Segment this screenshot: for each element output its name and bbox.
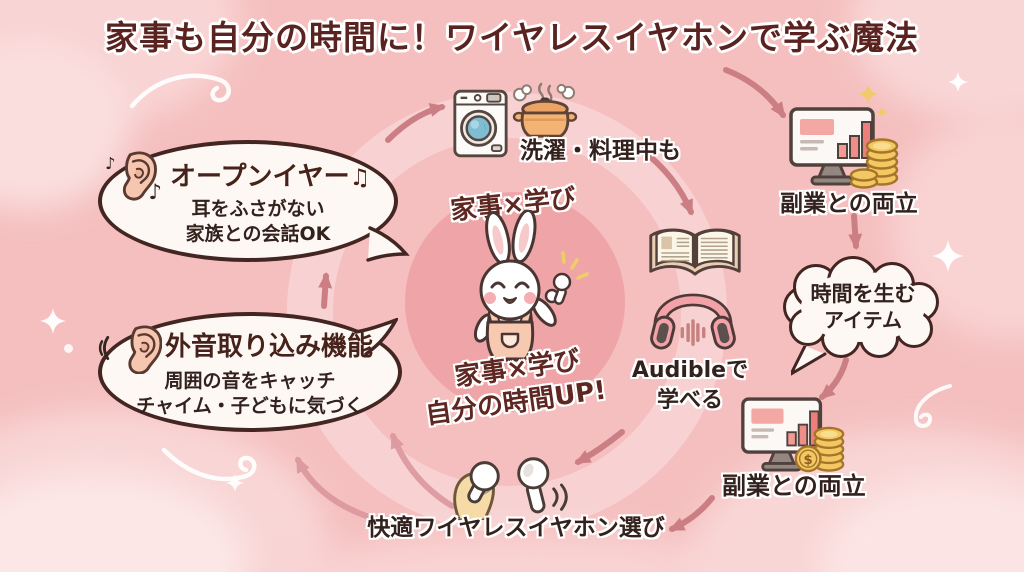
arrow-to-washing bbox=[385, 103, 446, 143]
gold-sparkle-icon bbox=[858, 84, 878, 104]
ambient-sound-bubble-tail bbox=[354, 318, 398, 356]
music-note-large: ♪ bbox=[149, 180, 163, 202]
music-note-title: ♫ bbox=[349, 165, 371, 191]
ambient-sound-line1: 周囲の音をキャッチ bbox=[164, 370, 336, 392]
arrow-title-to-sidejob bbox=[723, 67, 786, 119]
swirl-icon bbox=[913, 384, 952, 428]
sparkle-icon bbox=[40, 308, 66, 334]
arrow-between-bubbles bbox=[318, 272, 333, 309]
open-ear-line2: 家族との会話OK bbox=[185, 223, 331, 245]
ear-sound-icon bbox=[98, 325, 162, 374]
ambient-sound-title: 外音取り込み機能 bbox=[165, 332, 374, 362]
chores-label: 洗濯・料理中も bbox=[520, 138, 681, 164]
open-ear-line1: 耳をふさがない bbox=[191, 198, 325, 220]
open-book-icon bbox=[649, 228, 741, 276]
arrow-audible-to-earbuds bbox=[574, 429, 625, 465]
audible-label-line2: 学べる bbox=[656, 388, 723, 413]
monitor-chart-coins-icon bbox=[789, 107, 899, 189]
dot-decoration bbox=[64, 344, 73, 353]
gold-sparkle-icon bbox=[876, 106, 888, 118]
side-job-bottom-label: 副業との両立 bbox=[722, 472, 866, 500]
swirl-icon bbox=[161, 447, 257, 482]
ear-music-icon: ♪ ♪ bbox=[105, 151, 163, 202]
cloud-bubble-tail bbox=[791, 346, 827, 376]
sparkle-icon bbox=[932, 240, 964, 272]
arrow-choice-to-bubble-outer bbox=[295, 456, 375, 521]
sparkle-icon bbox=[948, 72, 968, 92]
earbuds-icon bbox=[453, 457, 568, 520]
open-ear-title: オープンイヤー♫ bbox=[170, 162, 371, 192]
arrow-sidejob-to-cloud bbox=[848, 213, 863, 250]
washing-machine-icon bbox=[453, 89, 508, 158]
side-job-top-label: 副業との両立 bbox=[780, 191, 918, 217]
arrow-chores-to-book bbox=[639, 147, 694, 216]
coin-dollar-symbol: $ bbox=[804, 453, 813, 468]
sparkle-icon bbox=[226, 474, 244, 492]
arrow-sidejob2-to-choice bbox=[668, 495, 715, 532]
headphones-icon bbox=[650, 293, 736, 350]
music-note-small: ♪ bbox=[105, 154, 115, 173]
time-item-line1: 時間を生む bbox=[810, 282, 916, 306]
audible-label-line1: Audibleで bbox=[631, 358, 749, 383]
earphone-choice-label: 快適ワイヤレスイヤホン選び bbox=[367, 515, 665, 541]
time-item-line2: アイテム bbox=[824, 308, 902, 332]
rabbit-mascot bbox=[473, 210, 589, 362]
cooking-pot-icon bbox=[512, 82, 578, 138]
page-title: 家事も自分の時間に！ワイヤレスイヤホンで学ぶ魔法 bbox=[104, 18, 920, 57]
monitor-chart-dollar-icon: $ bbox=[741, 397, 845, 473]
open-ear-bubble-tail bbox=[366, 226, 410, 262]
swirl-icon bbox=[129, 73, 231, 109]
ambient-sound-line2: チャイム・子どもに気づく bbox=[136, 395, 364, 417]
arrow-cloud-to-sidejob2 bbox=[818, 357, 849, 400]
arrow-choice-to-bubble-inner bbox=[390, 432, 455, 509]
time-item-cloud-bubble: 時間を生む アイテム bbox=[783, 256, 943, 376]
